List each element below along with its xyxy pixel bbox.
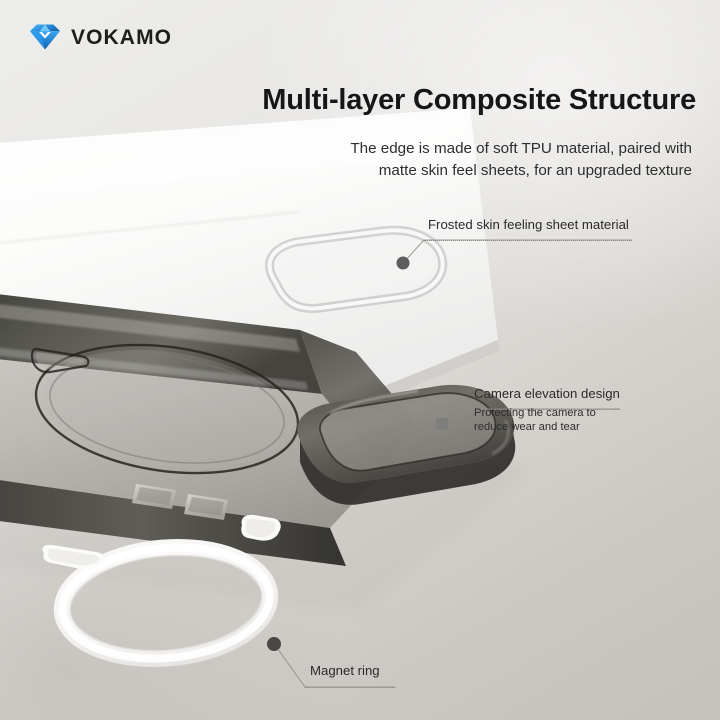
annotation-subtext-line-2: reduce wear and tear	[474, 421, 580, 434]
dot-rule-magnet	[305, 687, 395, 688]
annotation-title: Magnet ring	[310, 663, 380, 678]
annotation-subtext-line-1: Protecting the camera to	[474, 407, 596, 420]
annotation-subtext: Protecting the camera to reduce wear and…	[474, 406, 620, 435]
brand-name: VOKAMO	[71, 25, 173, 49]
dot-rule-frosted	[424, 240, 632, 241]
subtitle-line-2: matte skin feel sheets, for an upgraded …	[378, 162, 692, 180]
brand-logo[interactable]: VOKAMO	[28, 22, 172, 52]
page-subtitle: The edge is made of soft TPU material, p…	[292, 138, 692, 182]
diamond-gem-icon	[30, 24, 60, 50]
annotation-title: Camera elevation design	[474, 386, 620, 401]
subtitle-line-1: The edge is made of soft TPU material, p…	[350, 140, 692, 157]
power-button	[241, 514, 281, 541]
annotation-frosted-sheet: Frosted skin feeling sheet material	[428, 216, 629, 233]
page-title: Multi-layer Composite Structure	[262, 84, 696, 116]
annotation-magnet-ring: Magnet ring	[310, 662, 380, 679]
annotation-title: Frosted skin feeling sheet material	[428, 217, 629, 232]
sheet-camera-cutout	[265, 225, 448, 314]
annotation-camera-elevation: Camera elevation design Protecting the c…	[474, 385, 620, 435]
